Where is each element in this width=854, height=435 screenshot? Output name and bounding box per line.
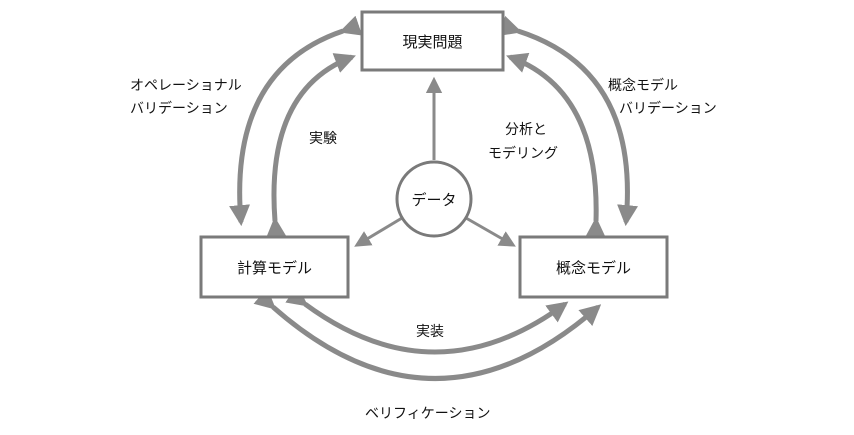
analysis-modeling-arrow — [506, 52, 606, 239]
verification-label: ベリフィケーション — [365, 406, 490, 422]
node-computational-model: 計算モデル — [199, 235, 350, 299]
data-to-computational-model-arrow — [354, 216, 403, 247]
conceptual-validation-label-line2: バリデーション — [619, 100, 717, 117]
verification-arrow — [253, 288, 602, 381]
node-computational-model-label: 計算モデル — [237, 259, 312, 277]
analysis-modeling-label-line1: 分析と — [505, 122, 547, 138]
operational-validation-arrow — [229, 15, 363, 227]
node-real-problem: 現実問題 — [360, 10, 505, 72]
node-data: データ — [395, 160, 473, 238]
node-conceptual-model: 概念モデル — [518, 235, 669, 299]
experiment-label: 実験 — [309, 131, 337, 147]
operational-validation-label-line2: バリデーション — [130, 100, 228, 117]
node-conceptual-model-label: 概念モデル — [556, 259, 631, 277]
conceptual-validation-label-line1: 概念モデル — [608, 77, 678, 94]
operational-validation-label-line1: オペレーショナル — [130, 78, 242, 94]
node-real-problem-label: 現実問題 — [402, 33, 462, 51]
implementation-label: 実装 — [416, 324, 444, 340]
node-data-label: データ — [411, 191, 456, 209]
experiment-arrow — [265, 53, 356, 239]
data-to-conceptual-model-arrow — [465, 216, 516, 247]
analysis-modeling-label-line2: モデリング — [488, 145, 558, 162]
